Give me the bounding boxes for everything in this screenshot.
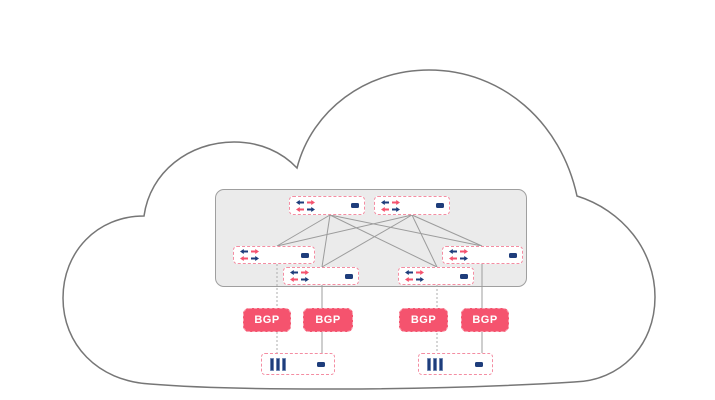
spine-leaf-link xyxy=(276,214,331,247)
port-icon xyxy=(475,361,483,367)
server-1 xyxy=(261,353,335,375)
leaf-switch-4 xyxy=(442,246,523,264)
spine-leaf-link xyxy=(329,214,483,247)
spine-leaf-link xyxy=(321,214,413,268)
server-2 xyxy=(418,353,493,375)
traffic-arrows-icon xyxy=(240,249,259,261)
bgp-session-badge-1: BGP xyxy=(243,308,291,332)
port-icon xyxy=(509,252,517,258)
leaf-switch-3 xyxy=(398,267,474,285)
port-icon xyxy=(317,361,325,367)
bgp-session-badge-3: BGP xyxy=(399,308,448,332)
bgp-session-badge-4: BGP xyxy=(461,308,509,332)
spine-leaf-link xyxy=(329,214,438,268)
traffic-arrows-icon xyxy=(290,270,309,282)
server-bars-icon xyxy=(427,357,443,371)
port-icon xyxy=(351,203,359,208)
port-icon xyxy=(436,203,444,208)
traffic-arrows-icon xyxy=(381,199,400,212)
spine-switch-2 xyxy=(374,196,450,215)
traffic-arrows-icon xyxy=(296,199,315,212)
traffic-arrows-icon xyxy=(405,270,424,282)
server-bars-icon xyxy=(270,357,286,371)
port-icon xyxy=(301,252,309,258)
spine-leaf-link xyxy=(276,214,413,247)
fabric-panel xyxy=(215,189,527,287)
bgp-session-badge-2: BGP xyxy=(303,308,353,332)
port-icon xyxy=(345,273,353,279)
spine-leaf-link xyxy=(411,214,483,247)
port-icon xyxy=(460,273,468,279)
traffic-arrows-icon xyxy=(449,249,468,261)
spine-switch-1 xyxy=(289,196,365,215)
spine-leaf-link xyxy=(321,214,331,268)
leaf-switch-2 xyxy=(283,267,359,285)
leaf-switch-1 xyxy=(233,246,315,264)
spine-leaf-link xyxy=(411,214,438,268)
